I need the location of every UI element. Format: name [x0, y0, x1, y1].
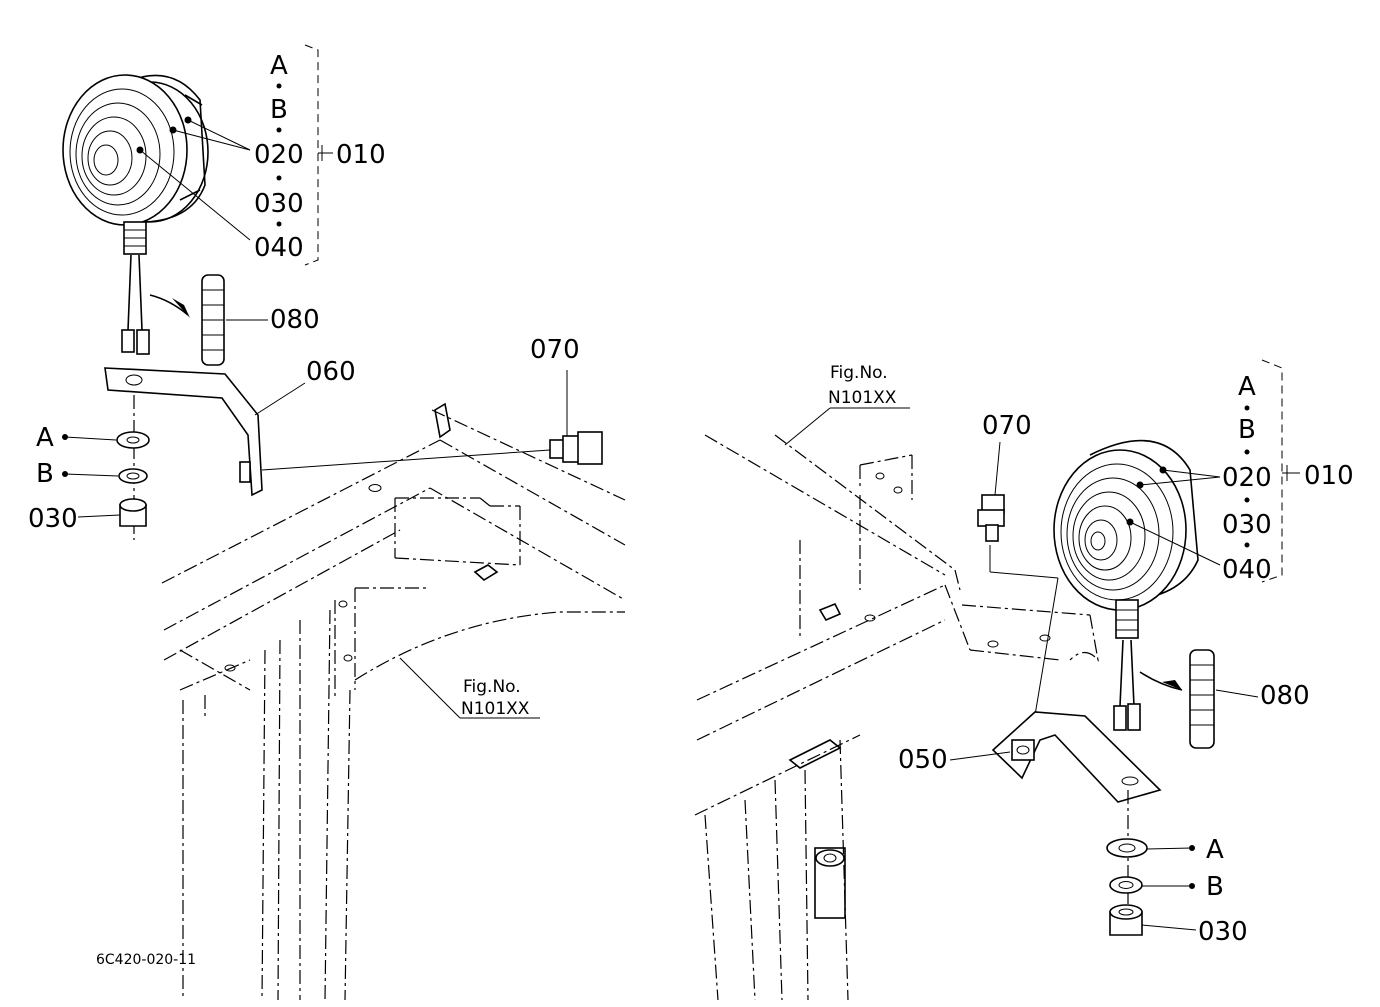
right-label-010: 010 [1304, 461, 1354, 491]
right-tube-080: 080 [1189, 649, 1310, 749]
left-callout-b: B [270, 95, 288, 125]
right-label-080: 080 [1260, 681, 1310, 711]
right-callout-040: 040 [1222, 555, 1272, 585]
right-label-washer-a: A [1206, 835, 1224, 865]
right-bolt-070: 070 [977, 411, 1059, 746]
left-figure-reference: Fig.No. N101XX [399, 657, 540, 719]
left-label-010: 010 [336, 140, 386, 170]
left-callout-040: 040 [254, 233, 304, 263]
left-label-070: 070 [530, 335, 580, 365]
right-fasteners: A B 030 [1106, 790, 1248, 947]
left-assembly: A B 020 030 040 010 080 [28, 44, 626, 1001]
left-tube-080: 080 [201, 274, 320, 366]
left-label-lockwasher-b: B [36, 459, 54, 489]
right-bracket-050: 050 [898, 711, 1162, 803]
right-callout-a: A [1238, 372, 1256, 402]
right-figure-reference: Fig.No. N101XX [784, 363, 910, 446]
right-assembly: Fig.No. N101XX 070 050 [694, 359, 1354, 1001]
right-label-070: 070 [982, 411, 1032, 441]
left-callout-a: A [270, 51, 288, 81]
left-callout-column: A B 020 030 040 010 [254, 51, 386, 263]
left-lamp-leaders [139, 44, 333, 266]
left-frame [161, 402, 626, 1001]
right-label-050: 050 [898, 745, 948, 775]
left-bolt-070: 070 [261, 335, 603, 471]
left-label-washer-a: A [36, 423, 54, 453]
right-label-nut-030: 030 [1198, 917, 1248, 947]
right-callout-020: 020 [1222, 463, 1272, 493]
left-fasteners: A B 030 [28, 395, 150, 540]
right-work-lamp [1053, 439, 1199, 731]
right-frame [694, 434, 1099, 1001]
drawing-code: 6C420-020-11 [96, 952, 196, 968]
right-callout-column: A B 020 030 040 010 [1222, 372, 1354, 585]
right-figref-label: Fig.No. [830, 363, 888, 383]
left-work-lamp [62, 74, 209, 355]
left-callout-020: 020 [254, 140, 304, 170]
left-bracket-060: 060 [104, 357, 356, 497]
left-label-060: 060 [306, 357, 356, 387]
left-figref-number: N101XX [461, 699, 530, 719]
left-label-080: 080 [270, 305, 320, 335]
left-label-nut-030: 030 [28, 504, 78, 534]
right-figref-number: N101XX [828, 388, 897, 408]
left-figref-label: Fig.No. [463, 677, 521, 697]
right-label-lockwasher-b: B [1206, 872, 1224, 902]
right-callout-b: B [1238, 415, 1256, 445]
right-lamp-leaders [1129, 359, 1300, 583]
right-callout-030: 030 [1222, 510, 1272, 540]
left-callout-030: 030 [254, 189, 304, 219]
